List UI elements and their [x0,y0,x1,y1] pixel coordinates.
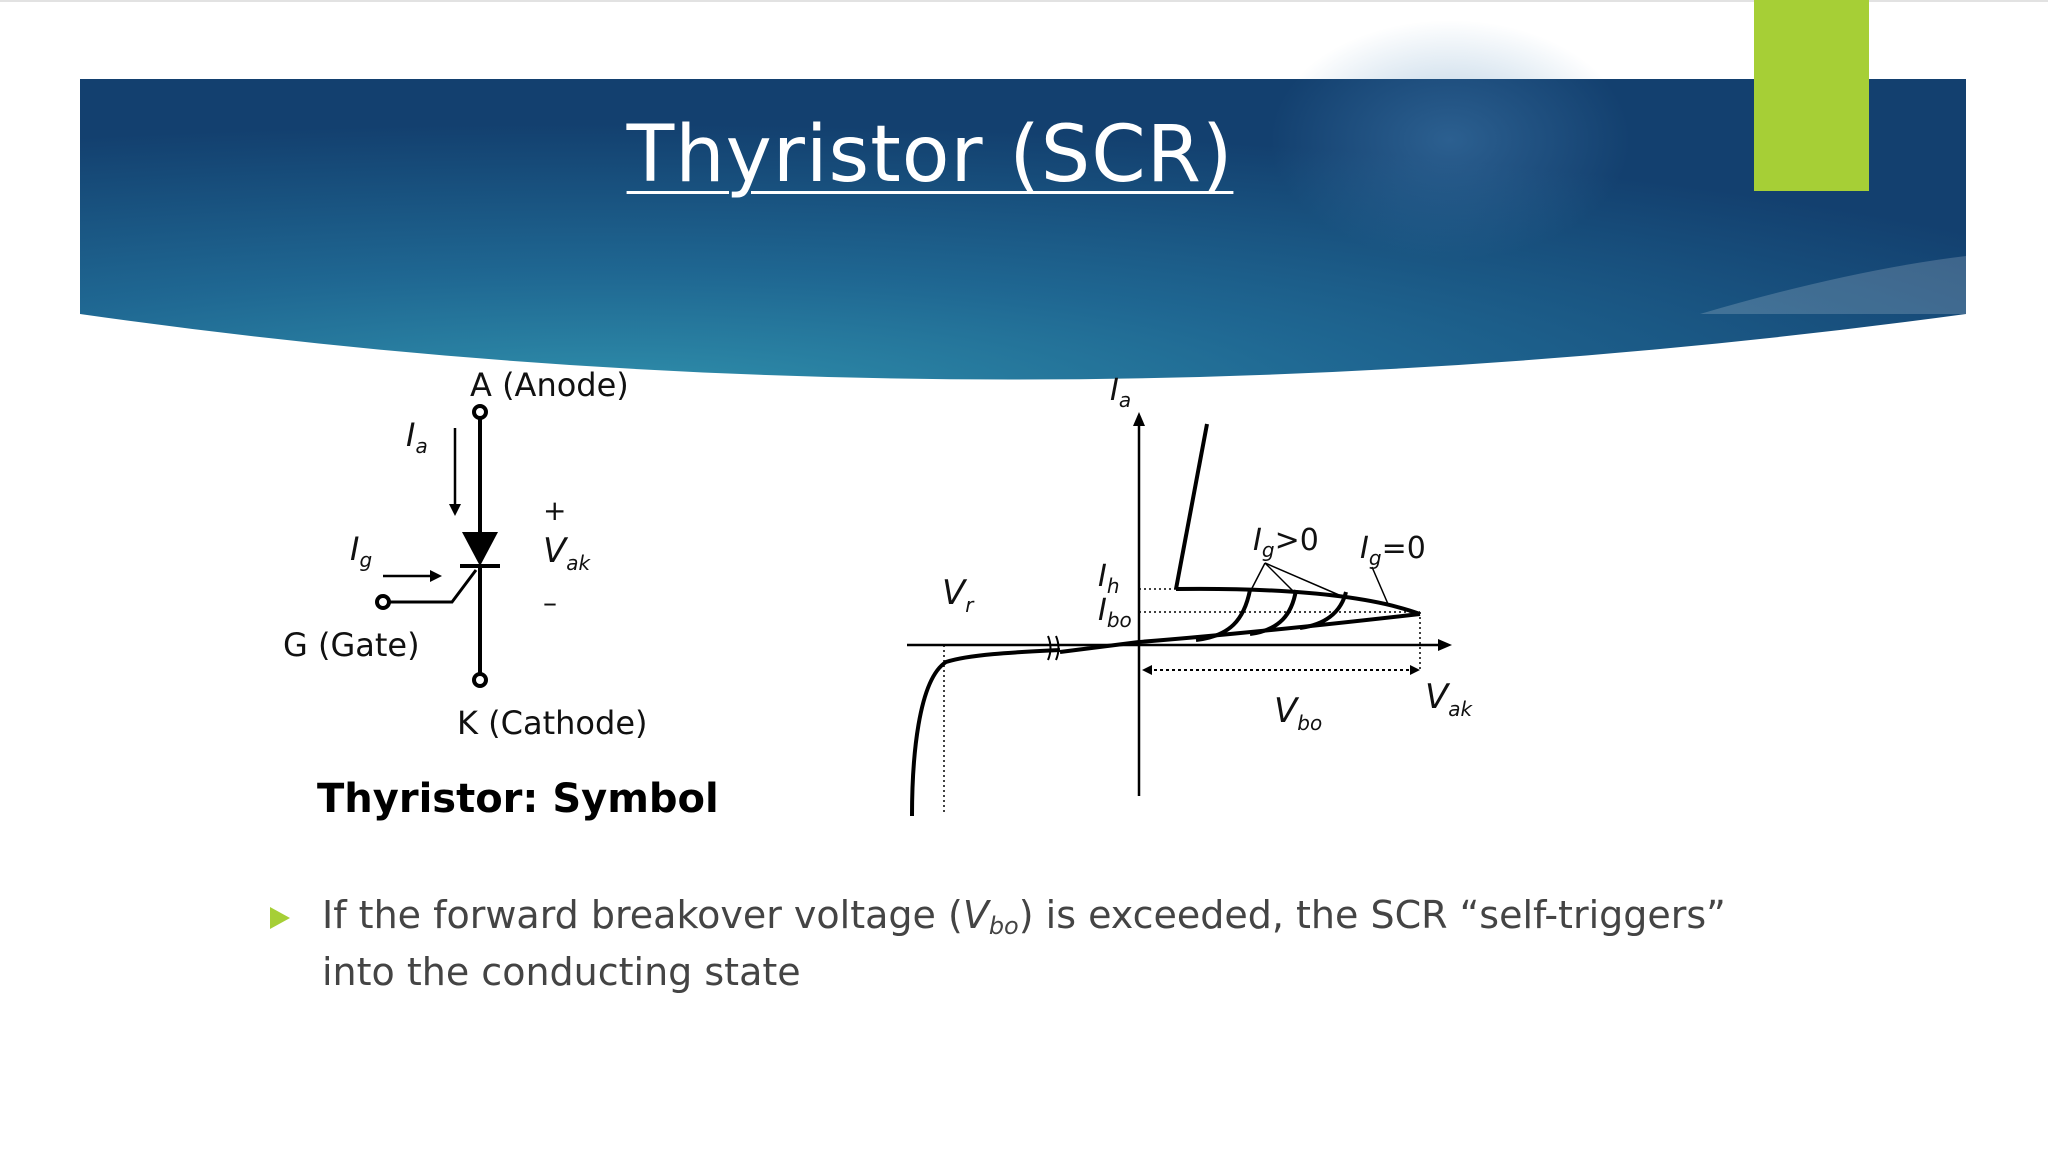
x-axis-arrow [1438,639,1452,651]
anode-cathode-voltage: Vak [543,531,592,575]
cathode-label: K (Cathode) [457,704,647,742]
bullet-variable-subscript: bo [988,912,1019,940]
bullet-text-line2: into the conducting state [322,950,801,994]
y-axis-arrow [1133,412,1145,426]
symbol-caption: Thyristor: Symbol [317,776,719,822]
holding-current-label: Ih [1098,559,1120,598]
gate-terminal [375,594,391,610]
switching-curve [1175,586,1421,616]
bullet-text-start: If the forward breakover voltage ( [322,893,963,937]
gate-curve-1 [1195,589,1252,642]
accent-tab [1754,0,1869,191]
breakover-current-label: Ibo [1098,593,1132,632]
gate-current-label: Ig [350,530,372,572]
gate-zero-label: Ig=0 [1360,531,1426,570]
y-axis-label: Ia [1110,373,1131,412]
gate-positive-label: Ig>0 [1253,523,1319,562]
bullet-variable: V [962,893,989,937]
anode-current-arrow [449,504,461,516]
x-axis-label: Vak [1425,677,1474,721]
gate-lead [389,569,478,604]
anode-label: A (Anode) [470,366,629,404]
gate-curve-2 [1249,589,1298,636]
slide-title: Thyristor (SCR) [626,110,1234,200]
header-banner [0,0,2048,380]
gate-curve-3 [1299,591,1348,630]
minus-sign: – [543,586,557,619]
cathode-terminal [472,672,488,688]
bullet-text: If the forward breakover voltage (Vbo) i… [322,892,1726,995]
anode-current-label: Ia [406,416,428,458]
gate-label: G (Gate) [283,626,420,664]
on-state-curve [1174,423,1209,590]
forward-blocking-curve [1138,612,1421,644]
breakover-voltage-label: Vbo [1274,691,1322,735]
reverse-voltage-label: Vr [942,573,975,617]
thyristor-triangle [462,532,498,566]
triangle-bullet-icon [270,907,290,929]
bullet-text-end: ) is exceeded, the SCR “self-triggers” [1018,893,1726,937]
gate-current-arrow [430,570,442,582]
reverse-curve [910,648,1061,817]
plus-sign: + [543,494,566,527]
